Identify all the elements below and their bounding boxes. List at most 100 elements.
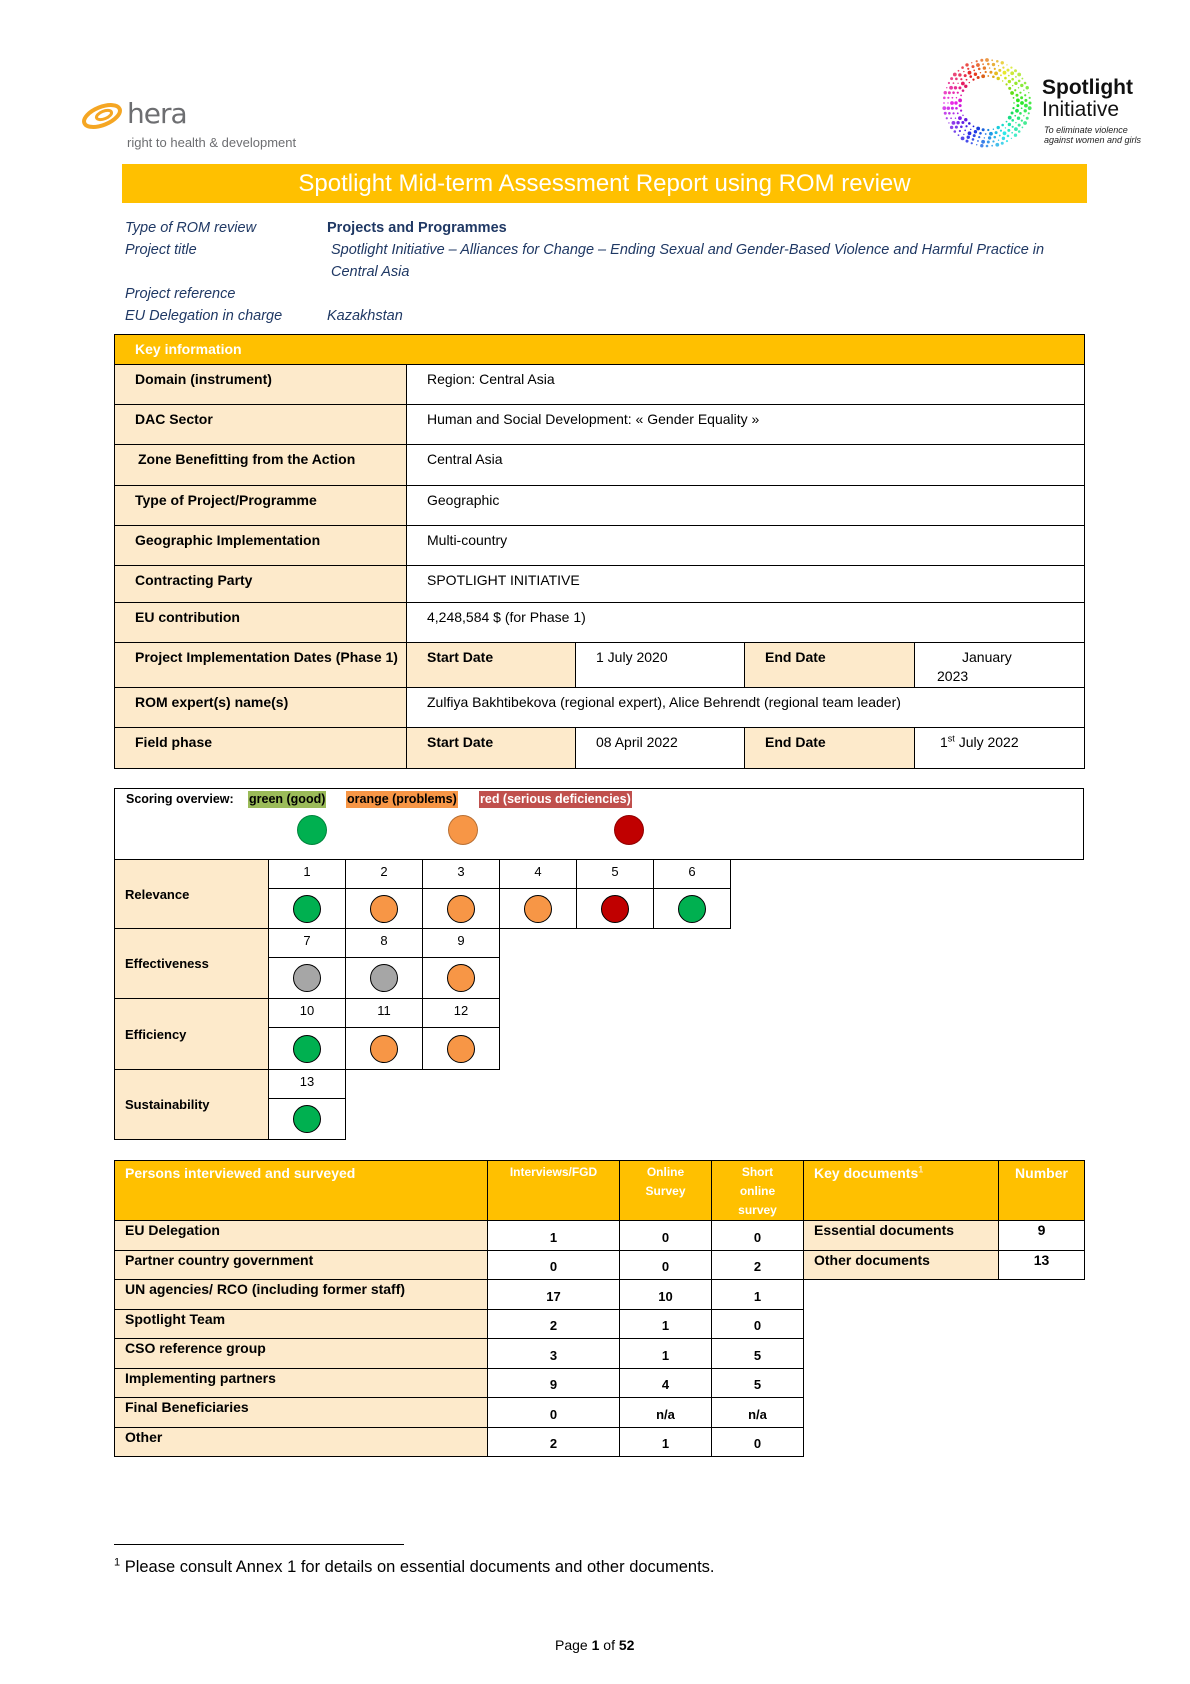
key-documents-footnote-mark[interactable]: 1: [918, 1164, 924, 1175]
logo-dot: [1017, 87, 1020, 89]
eu-contribution-label: EU contribution: [114, 602, 407, 643]
logo-dot: [955, 106, 958, 110]
logo-dot: [1010, 137, 1013, 140]
score-red-circle: [601, 894, 629, 923]
spotlight-ring-icon: [942, 58, 1032, 148]
logo-dot: [955, 77, 958, 81]
domain-value: Region: Central Asia: [405, 364, 1086, 405]
logo-dot: [971, 138, 975, 141]
logo-dot: [960, 81, 965, 86]
geo-implementation-value: Multi-country: [405, 525, 1086, 566]
criterion-label-relevance: Relevance: [114, 859, 269, 929]
interviews-value: 2: [487, 1426, 620, 1457]
meta-value: Kazakhstan: [327, 308, 403, 324]
logo-dot: [1025, 116, 1029, 120]
score-cell: [268, 888, 346, 929]
meta-row-project-reference: Project reference: [125, 283, 1085, 305]
document-count: 9: [998, 1220, 1085, 1251]
logo-dot: [1015, 122, 1017, 124]
logo-dot: [949, 125, 954, 130]
document-count: 13: [998, 1249, 1085, 1280]
key-information-table: Key information Domain (instrument) Regi…: [113, 334, 1086, 769]
col-number: Number: [998, 1160, 1085, 1221]
criterion-label-efficiency: Efficiency: [114, 998, 269, 1070]
document-type-label: Essential documents: [803, 1220, 999, 1251]
logo-dot: [996, 125, 1000, 130]
logo-dot: [1017, 123, 1021, 127]
logo-dot: [1016, 104, 1020, 108]
field-phase-label: Field phase: [114, 727, 407, 769]
logo-dot: [960, 136, 965, 141]
logo-dot: [981, 128, 985, 132]
logo-dot: [1011, 77, 1014, 81]
score-cell: [268, 1098, 346, 1140]
logo-dot: [1024, 103, 1028, 108]
logo-dot: [1017, 130, 1021, 133]
logo-dot: [1021, 77, 1024, 80]
start-date-value: 1 July 2020: [575, 642, 745, 688]
logo-dot: [982, 66, 987, 70]
logo-dot: [1023, 121, 1027, 125]
logo-dot: [1001, 136, 1006, 141]
logo-dot: [998, 68, 1002, 72]
logo-dot: [1002, 131, 1007, 136]
logo-dot: [956, 91, 959, 94]
logo-dot: [950, 117, 952, 120]
logo-dot: [1014, 69, 1018, 73]
logo-dot: [942, 106, 947, 111]
logo-dot: [980, 143, 984, 148]
field-start-value: 08 April 2022: [575, 727, 745, 769]
criterion-number: 7: [268, 928, 346, 958]
legend-green-circle: [297, 815, 327, 845]
logo-dot: [958, 73, 962, 77]
logo-dot: [960, 94, 962, 97]
criterion-number: 11: [345, 998, 423, 1028]
score-orange-circle: [370, 1034, 398, 1063]
meta-row-project-title: Project title Spotlight Initiative – All…: [125, 239, 1085, 283]
logo-dot: [963, 74, 967, 78]
logo-dot: [987, 136, 992, 140]
persons-heading: Persons interviewed and surveyed: [114, 1160, 488, 1221]
logo-dot: [997, 65, 1000, 67]
logo-dot: [992, 75, 995, 79]
logo-dot: [955, 97, 958, 99]
logo-dot: [992, 140, 995, 143]
logo-dot: [1007, 79, 1012, 84]
logo-dot: [994, 71, 998, 76]
page-number: Page 1 of 52: [555, 1637, 634, 1653]
criterion-number: 10: [268, 998, 346, 1028]
logo-dot: [1023, 109, 1027, 113]
meta-label: Type of ROM review: [125, 220, 257, 236]
meta-value: Projects and Programmes: [327, 220, 507, 236]
criterion-number: 3: [422, 859, 500, 889]
logo-dot: [983, 137, 986, 139]
logo-dot: [1011, 119, 1014, 122]
criterion-number: 13: [268, 1069, 346, 1099]
logo-dot: [1028, 96, 1031, 99]
logo-dot: [1028, 92, 1030, 94]
short-survey-value: 5: [711, 1338, 804, 1369]
logo-dot: [953, 86, 958, 90]
domain-label: Domain (instrument): [114, 364, 407, 405]
logo-dot: [1020, 107, 1023, 110]
logo-dot: [1004, 76, 1007, 80]
logo-dot: [1002, 66, 1005, 69]
logo-dot: [980, 58, 984, 62]
logo-dot: [988, 67, 991, 69]
meta-row-eu-delegation: EU Delegation in charge Kazakhstan: [125, 305, 1085, 327]
col-short-online-survey: Short online survey: [711, 1160, 804, 1221]
table-row: UN agencies/ RCO (including former staff…: [114, 1279, 804, 1310]
logo-dot: [943, 96, 946, 100]
logo-dot: [987, 128, 990, 132]
logo-dot: [1006, 68, 1010, 72]
logo-dot: [1000, 61, 1004, 65]
short-survey-value: 0: [711, 1220, 804, 1251]
logo-dot: [947, 91, 951, 95]
logo-dot: [1001, 80, 1004, 82]
logo-dot: [982, 63, 984, 66]
meta-label: Project title: [125, 242, 197, 258]
logo-dot: [1017, 72, 1022, 77]
logo-dot: [968, 81, 971, 84]
logo-dot: [959, 109, 963, 112]
